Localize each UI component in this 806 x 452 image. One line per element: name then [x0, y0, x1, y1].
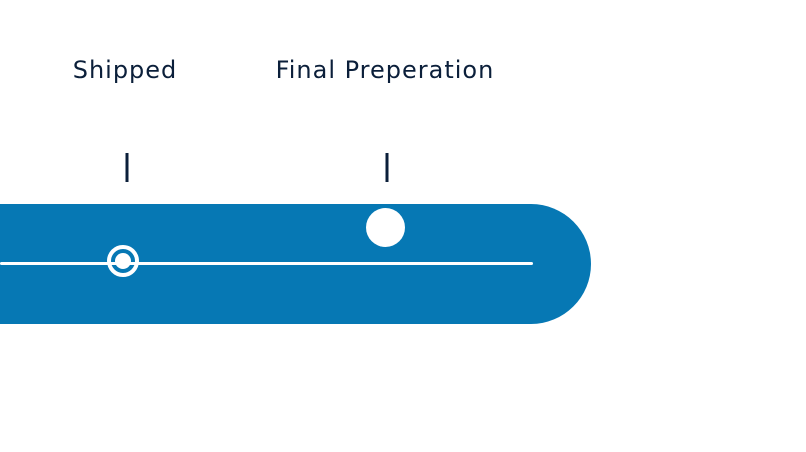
progress-line	[0, 262, 533, 265]
current-position-marker	[366, 208, 405, 247]
step-tick-shipped	[125, 153, 129, 182]
step-marker-shipped-fill	[115, 253, 131, 269]
step-label-final-preparation: Final Preperation	[275, 56, 495, 84]
step-marker-shipped	[107, 245, 139, 277]
step-tick-final-preparation	[385, 153, 389, 182]
step-label-shipped: Shipped	[72, 56, 178, 84]
